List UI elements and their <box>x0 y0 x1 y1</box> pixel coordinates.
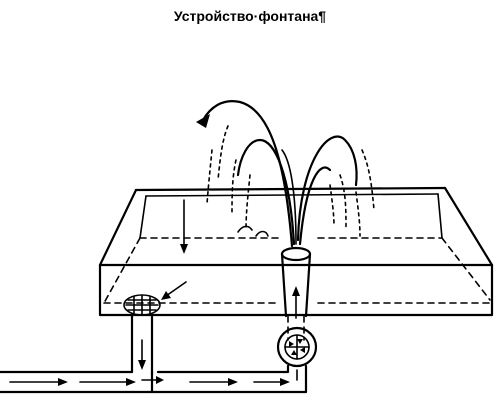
basin <box>98 186 494 317</box>
inflow-arrow-down <box>180 199 188 254</box>
return-pipe <box>0 314 308 394</box>
nozzle <box>280 246 312 341</box>
drain-grate <box>123 294 161 316</box>
flow-arrows <box>9 339 298 386</box>
fountain-spray <box>196 100 375 248</box>
drain-arrow <box>161 281 187 300</box>
pump <box>276 326 318 368</box>
diagram-title: Устройство·фонтана¶ <box>173 8 327 24</box>
